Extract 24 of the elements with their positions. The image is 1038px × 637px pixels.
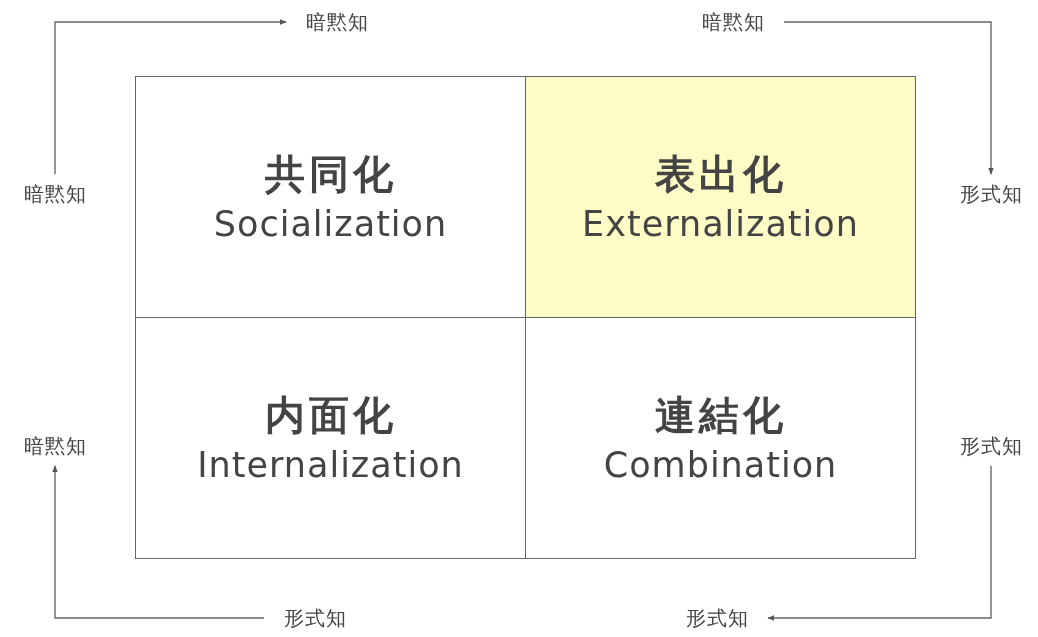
quadrant-cell bbox=[525, 317, 916, 559]
quadrant-cell bbox=[525, 76, 916, 318]
knowledge-label: 暗黙知 bbox=[292, 8, 382, 36]
quadrant-title: 表出化 bbox=[654, 150, 787, 199]
quadrant-title: 連結化 bbox=[654, 391, 787, 440]
elbow-arrow bbox=[783, 21, 994, 175]
quadrant-subtitle: Externalization bbox=[582, 203, 859, 245]
elbow-arrow bbox=[52, 465, 265, 619]
quadrant-title: 内面化 bbox=[264, 391, 397, 440]
quadrant-title: 共同化 bbox=[264, 150, 397, 199]
knowledge-label: 形式知 bbox=[946, 180, 1036, 208]
knowledge-label: 暗黙知 bbox=[688, 8, 778, 36]
knowledge-label: 暗黙知 bbox=[10, 432, 100, 460]
elbow-arrow bbox=[54, 19, 287, 175]
quadrant-subtitle: Internalization bbox=[197, 444, 464, 486]
elbow-arrow bbox=[767, 465, 992, 621]
knowledge-label: 暗黙知 bbox=[10, 180, 100, 208]
knowledge-label: 形式知 bbox=[946, 432, 1036, 460]
quadrant-subtitle: Socialization bbox=[213, 203, 448, 245]
quadrant-subtitle: Combination bbox=[603, 444, 838, 486]
quadrant-cell bbox=[135, 76, 526, 318]
quadrant-cell bbox=[135, 317, 526, 559]
knowledge-label: 形式知 bbox=[270, 604, 360, 632]
knowledge-label: 形式知 bbox=[672, 604, 762, 632]
